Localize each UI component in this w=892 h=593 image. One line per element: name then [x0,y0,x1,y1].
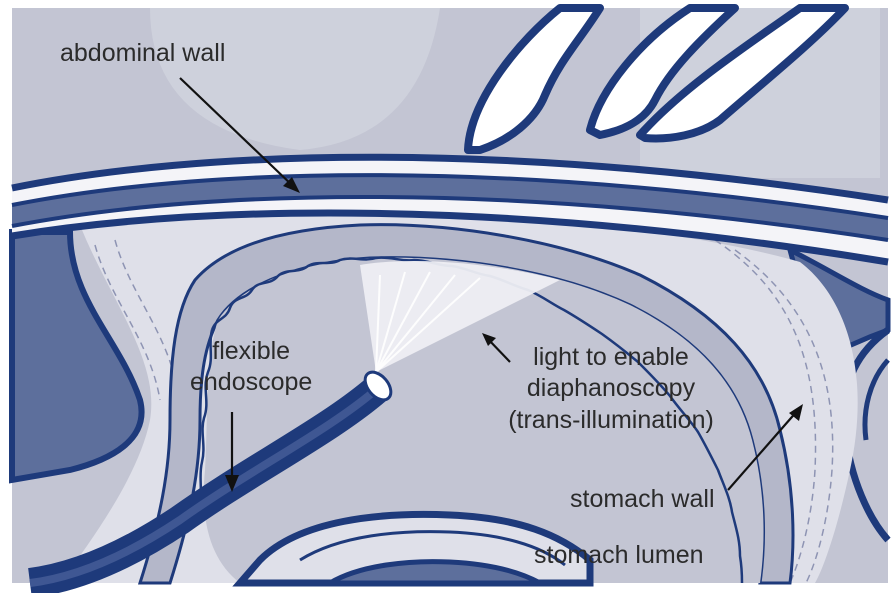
label-flexible-line1: flexible [190,336,312,367]
label-stomach-wall: stomach wall [570,484,715,515]
label-flexible-endoscope: flexible endoscope [190,336,312,399]
label-stomach-lumen: stomach lumen [534,540,704,571]
label-light-line3: (trans-illumination) [486,405,736,436]
label-flexible-line2: endoscope [190,367,312,398]
label-light-line1: light to enable [486,342,736,373]
label-light-diaphanoscopy: light to enable diaphanoscopy (trans-ill… [486,342,736,436]
label-abdominal-wall: abdominal wall [60,38,225,69]
label-light-line2: diaphanoscopy [486,373,736,404]
